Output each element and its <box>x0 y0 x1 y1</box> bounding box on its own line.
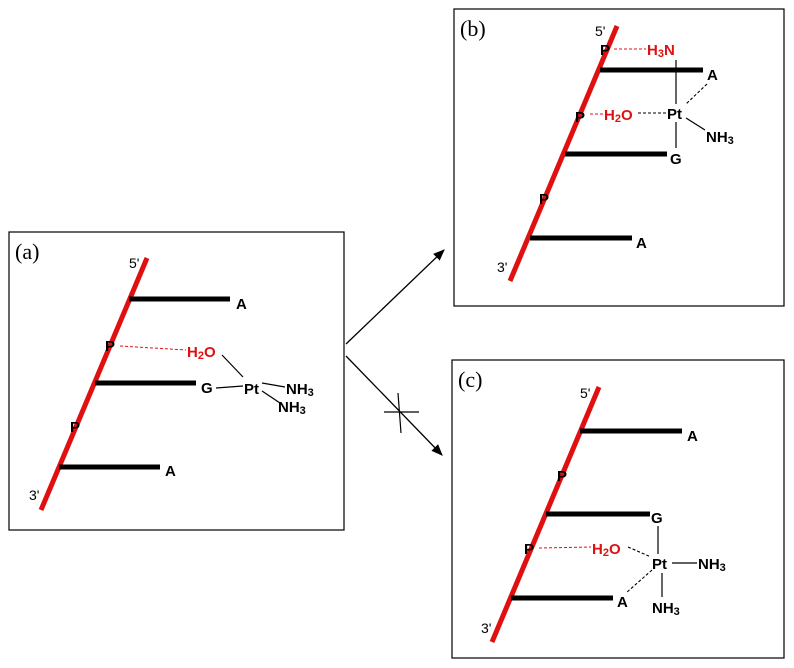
panel-b-frame <box>453 8 785 307</box>
panel-a-phosphate-1: P <box>105 338 115 355</box>
panel-c-coord-a-pt <box>625 569 653 594</box>
panel-c-base-2: G <box>651 510 663 527</box>
arrows <box>345 249 445 456</box>
panel-c-five-prime: 5' <box>580 385 590 401</box>
arrow-to-c-cross-v <box>397 392 402 434</box>
panel-b-three-prime: 3' <box>497 259 507 275</box>
panel-a-base-3: A <box>165 463 176 480</box>
panel-a-nh3-2: NH3 <box>278 399 306 417</box>
panel-a-five-prime: 5' <box>129 255 139 271</box>
panel-a-water: H2O <box>187 344 216 362</box>
panel-a-bond-o-pt <box>221 354 244 378</box>
panel-a-bond-pt-nh3-1 <box>261 382 286 388</box>
panel-b-bond-pt-nh3 <box>685 117 706 131</box>
panel-b-coord-a-pt <box>685 83 708 105</box>
panel-b-phosphate-3: P <box>539 191 549 208</box>
arrow-to-c <box>345 355 443 456</box>
panel-a-phosphate-2: P <box>70 419 80 436</box>
panel-a-base-1: A <box>236 296 247 313</box>
panel-c: (c) 5' 3' A P G P H2O Pt NH3 NH3 A <box>451 359 785 659</box>
panel-c-nh3-2: NH3 <box>652 600 680 618</box>
panel-c-label: (c) <box>458 367 482 392</box>
panel-c-phosphate-1: P <box>557 468 567 485</box>
panel-a-bond-pt-nh3-2 <box>261 390 281 404</box>
panel-c-water: H2O <box>592 541 621 559</box>
panel-c-frame <box>451 359 785 659</box>
panel-b-base-3: A <box>636 235 647 252</box>
panel-b-label: (b) <box>460 16 486 41</box>
panel-a: (a) 5' 3' A P H2O G Pt NH3 NH3 P A <box>8 231 345 531</box>
panel-b-water: H2O <box>604 107 633 125</box>
panel-a-nh3-1: NH3 <box>286 381 314 399</box>
panel-b-pt: Pt <box>667 106 682 123</box>
panel-a-frame <box>8 231 345 531</box>
panel-b-ammine: H3N <box>647 42 675 60</box>
arrow-to-b <box>345 249 445 345</box>
panel-b-phosphate-1: P <box>600 42 610 59</box>
panel-c-nh3-1: NH3 <box>698 556 726 574</box>
panel-c-hbond <box>538 546 592 549</box>
panel-c-base-3: A <box>617 594 628 611</box>
panel-c-base-1: A <box>687 428 698 445</box>
panel-a-bond-g-pt <box>215 385 244 389</box>
panel-b-phosphate-2: P <box>575 109 585 126</box>
panel-a-base-2: G <box>201 380 213 397</box>
panel-b-base-2: G <box>670 151 682 168</box>
panel-b-five-prime: 5' <box>595 23 605 39</box>
panel-b-base-1: A <box>707 67 718 84</box>
panel-b-nh3: NH3 <box>706 129 734 147</box>
panel-c-coord-o-pt <box>627 546 652 558</box>
panel-c-phosphate-2: P <box>524 541 534 558</box>
panel-c-pt: Pt <box>652 556 667 573</box>
panel-a-pt: Pt <box>244 381 259 398</box>
panel-b-backbone <box>507 25 620 282</box>
panel-a-three-prime: 3' <box>29 487 39 503</box>
panel-b: (b) 5' 3' P H3N A P H2O Pt NH3 G P A <box>453 8 785 307</box>
panel-c-three-prime: 3' <box>481 620 491 636</box>
panel-a-hbond <box>119 345 187 351</box>
panel-a-label: (a) <box>15 239 39 264</box>
